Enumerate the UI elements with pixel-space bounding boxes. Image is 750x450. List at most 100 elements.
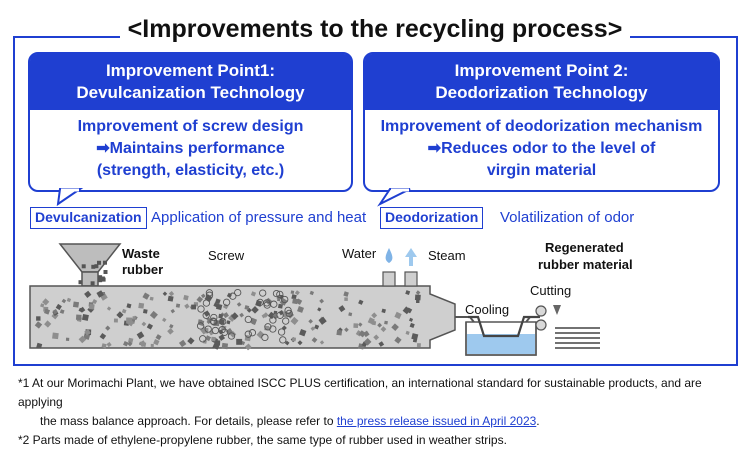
rubber-particle (167, 295, 174, 302)
rubber-particle (409, 322, 415, 329)
rubber-particle (394, 336, 402, 344)
screw-particle (222, 298, 231, 306)
screw-label: Screw (208, 248, 245, 263)
rubber-particle (416, 343, 421, 348)
rubber-particle (319, 298, 325, 304)
rubber-particle (308, 319, 313, 324)
screw-particle (269, 325, 277, 333)
rubber-particle (150, 343, 154, 347)
screw-particle (227, 332, 236, 340)
rubber-particle (44, 320, 52, 328)
rubber-particle (319, 340, 325, 345)
rubber-particle (222, 312, 229, 319)
rubber-particle (175, 303, 181, 308)
screw-particle (263, 299, 271, 307)
waste-rubber-piece (103, 260, 107, 265)
rubber-particle (149, 310, 158, 319)
panel-1-body: Improvement of screw design ➡Maintains p… (30, 110, 351, 182)
waste-rubber-piece (81, 264, 86, 269)
rubber-particle (310, 326, 316, 331)
rubber-particle (402, 306, 411, 315)
rubber-particle (244, 343, 252, 351)
deodorization-tag: Deodorization (380, 207, 484, 229)
rubber-particle (405, 330, 410, 335)
footnote-1: *1 At our Morimachi Plant, we have obtai… (18, 374, 743, 412)
footnote-1-end: . (536, 414, 540, 428)
screw-particle (209, 317, 217, 325)
screw-particle (277, 328, 286, 336)
screw-particle (270, 300, 278, 308)
cooling-label: Cooling (465, 302, 510, 317)
screw-particle (279, 336, 287, 344)
rubber-particle (299, 329, 307, 337)
rubber-particle (126, 317, 133, 324)
press-release-link[interactable]: the press release issued in April 2023 (336, 414, 537, 428)
screw-particle (282, 317, 290, 325)
rubber-particle (371, 312, 378, 319)
rubber-particle (36, 342, 43, 349)
rubber-particle (381, 308, 386, 314)
water-label: Water (342, 246, 377, 261)
rubber-particle (149, 296, 154, 301)
rubber-particle (367, 317, 375, 325)
rubber-particle (146, 323, 154, 330)
rubber-particle (214, 340, 221, 346)
rubber-particle (250, 291, 257, 297)
rubber-particle (226, 320, 231, 325)
rubber-particle (348, 312, 353, 317)
steam-arrow-icon (405, 248, 417, 266)
panel-2-body: Improvement of deodorization mechanism ➡… (365, 110, 718, 182)
rubber-particle (208, 329, 215, 336)
rubber-particle (343, 291, 349, 297)
panel-2-body-line3: virgin material (486, 162, 597, 179)
screw-particle (202, 311, 210, 319)
rubber-particle (244, 305, 250, 310)
rubber-particle (162, 317, 167, 323)
rubber-particle (79, 306, 86, 313)
rubber-particle (380, 326, 387, 333)
rubber-particle (414, 294, 421, 301)
rubber-particle (196, 296, 204, 303)
screw-particle (211, 326, 220, 335)
screw-particle (269, 316, 277, 324)
rubber-particle (106, 341, 112, 348)
rubber-particle (187, 337, 195, 345)
rubber-particle (132, 316, 136, 320)
panel-1-body-line1: Improvement of screw design (77, 118, 304, 135)
rubber-particle (59, 309, 65, 314)
rubber-particle (353, 323, 359, 329)
rubber-particle (113, 318, 118, 323)
rubber-particle (127, 341, 133, 347)
rubber-particle (191, 304, 196, 310)
waste-label-line1: Waste (122, 246, 160, 261)
improvement-point-1-panel: Improvement Point1: Devulcanization Tech… (28, 52, 353, 192)
rubber-particle (106, 306, 112, 311)
rubber-particle (384, 320, 388, 325)
rubber-particle (290, 316, 299, 325)
rubber-particle (215, 298, 221, 305)
rubber-particle (363, 337, 372, 346)
rubber-particle (291, 337, 297, 342)
waste-rubber-piece (94, 264, 99, 269)
rubber-particle (218, 334, 226, 341)
rubber-particle (183, 294, 189, 301)
screw-particle (259, 289, 267, 297)
rubber-particle (99, 332, 107, 340)
screw-particle (219, 317, 227, 326)
rubber-particle (317, 307, 322, 312)
waste-rubber-piece (103, 270, 108, 274)
rubber-particle (43, 308, 51, 315)
rubber-particle (116, 311, 124, 319)
footnote-2: *2 Parts made of ethylene-propylene rubb… (18, 431, 743, 450)
screw-particle (234, 288, 242, 297)
rubber-particle (344, 297, 348, 301)
regenerated-label-line2: rubber material (538, 257, 633, 272)
panel-1-header: Improvement Point1: Devulcanization Tech… (30, 54, 351, 110)
rubber-particle (141, 321, 147, 327)
panel-1-body-line2: ➡Maintains performance (96, 140, 285, 157)
rubber-particle (200, 293, 206, 299)
water-drop-icon (385, 248, 393, 263)
rubber-particle (143, 309, 148, 314)
footnote-2-text: *2 Parts made of ethylene-propylene rubb… (18, 433, 507, 447)
rubber-particle (291, 294, 297, 300)
